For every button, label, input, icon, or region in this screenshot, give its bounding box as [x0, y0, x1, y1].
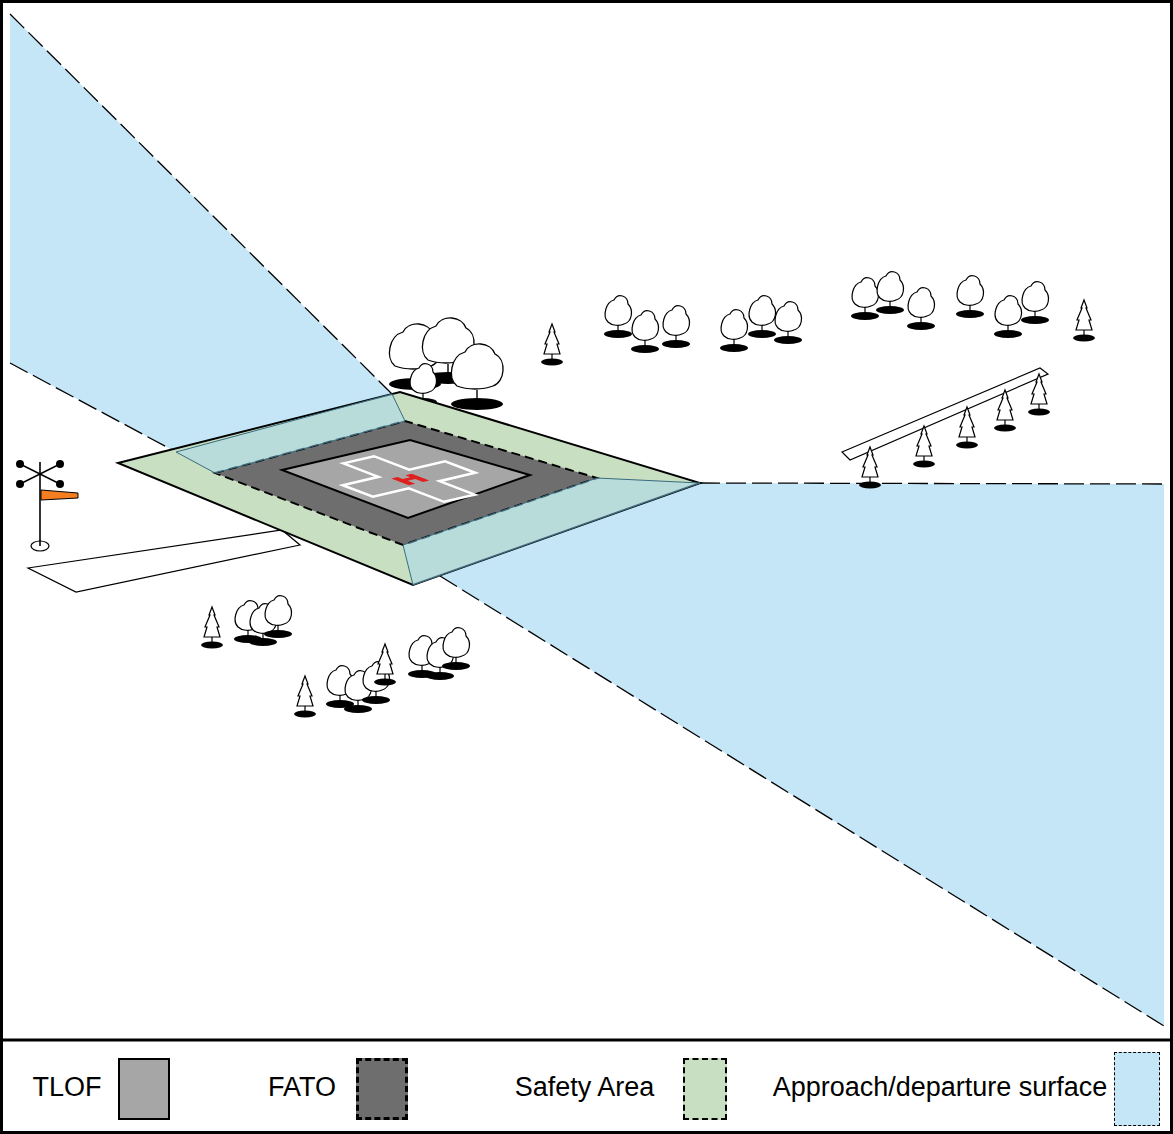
legend-label: Approach/departure surface — [770, 1072, 1110, 1103]
legend-swatch — [118, 1058, 170, 1120]
legend-label: FATO — [252, 1072, 352, 1103]
legend-label: Safety Area — [492, 1072, 677, 1103]
legend-swatch — [683, 1058, 727, 1120]
legend-swatch — [356, 1058, 408, 1120]
legend-swatch — [1114, 1052, 1160, 1126]
legend-label: TLOF — [22, 1072, 112, 1103]
